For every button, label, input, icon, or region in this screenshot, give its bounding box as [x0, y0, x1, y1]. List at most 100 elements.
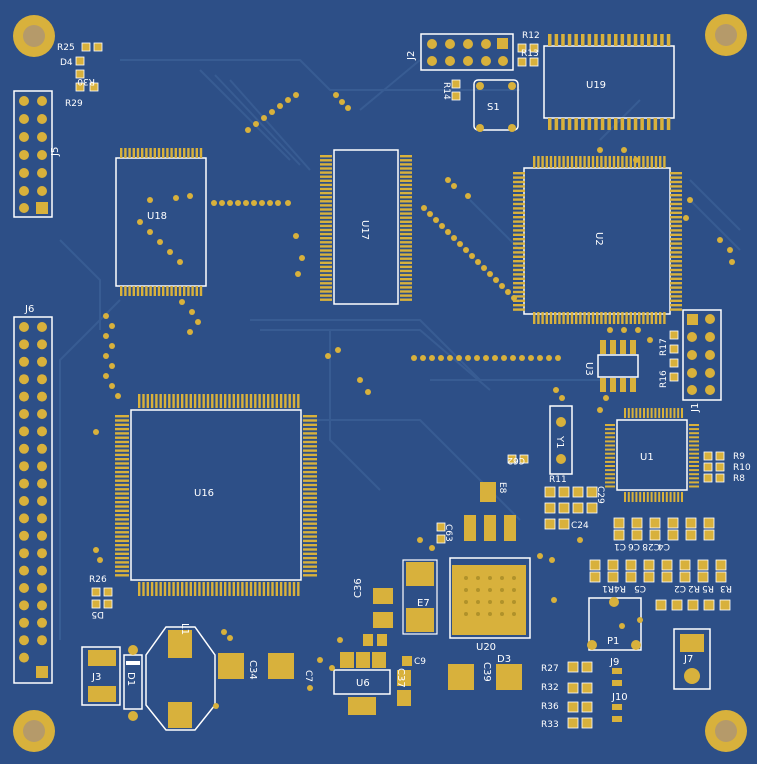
pin-pad — [138, 394, 141, 408]
via — [37, 322, 47, 332]
pin-pad — [570, 156, 574, 168]
pin-pad — [666, 34, 671, 46]
pin-pad — [541, 156, 544, 168]
via — [421, 205, 427, 211]
pin-pad — [185, 394, 188, 408]
pin-pad — [115, 556, 129, 560]
capacitor-e7 — [402, 559, 438, 635]
pin-pad — [303, 556, 317, 560]
via — [487, 271, 493, 277]
via — [37, 374, 47, 385]
pin-pad — [303, 509, 317, 512]
pin-pad — [642, 156, 645, 168]
via — [37, 496, 47, 506]
pin-pad — [303, 535, 317, 538]
via — [427, 211, 433, 217]
pin-pad — [400, 273, 412, 277]
pin-pad — [627, 492, 630, 502]
pin-pad — [554, 312, 557, 324]
pin-pad — [587, 312, 590, 324]
pin-pad — [115, 513, 129, 517]
via — [337, 637, 343, 643]
pin-pad — [689, 473, 699, 476]
pin-pad — [653, 34, 658, 46]
pin-pad — [640, 118, 644, 130]
pin-pad — [303, 531, 317, 534]
pin-pad — [115, 496, 129, 500]
via — [577, 537, 583, 543]
pin-pad — [581, 118, 585, 130]
pin-pad — [513, 229, 525, 232]
label-r25: R25 — [57, 43, 75, 53]
pin-pad — [115, 470, 129, 474]
pin-pad — [320, 294, 332, 297]
via — [510, 355, 516, 361]
pin-pad — [513, 176, 525, 179]
pin-pad — [677, 408, 680, 418]
pin-pad — [670, 220, 682, 223]
via — [481, 265, 487, 271]
pin-pad — [670, 246, 682, 250]
via — [251, 200, 257, 206]
label-c2: C2 — [674, 583, 686, 593]
pin-pad — [513, 189, 525, 192]
pin-pad — [303, 436, 317, 439]
module-u20 — [449, 515, 531, 639]
via — [621, 147, 627, 153]
pin-pad — [670, 299, 682, 302]
connector-j6 — [13, 316, 53, 684]
pin-pad — [115, 458, 129, 461]
pin-pad — [271, 394, 274, 408]
pin-pad — [262, 394, 266, 408]
via — [37, 409, 47, 419]
pin-pad — [320, 282, 332, 285]
pin-pad — [513, 194, 525, 197]
pin-pad — [303, 548, 317, 551]
pin-pad — [605, 469, 615, 472]
diode-d1 — [123, 645, 143, 721]
pin-pad — [638, 312, 641, 324]
label-r3: R3 — [720, 583, 732, 593]
pin-pad — [320, 278, 332, 281]
pin-pad — [650, 312, 653, 324]
pin-pad — [219, 582, 223, 596]
pin-pad — [236, 394, 240, 408]
pin-pad — [297, 582, 300, 596]
pin-pad — [241, 582, 244, 596]
via — [463, 247, 469, 253]
via — [19, 426, 29, 437]
via — [727, 247, 733, 253]
pin-pad — [670, 172, 682, 175]
via — [499, 283, 505, 289]
via — [261, 115, 267, 121]
via — [433, 217, 439, 223]
pin-pad — [643, 408, 645, 418]
label-r2: R2 — [688, 583, 700, 593]
pin-pad — [303, 419, 317, 422]
via — [19, 583, 29, 593]
via — [37, 339, 47, 350]
pin-pad — [193, 582, 197, 596]
capacitor-e8 — [480, 482, 496, 502]
pin-pad — [689, 485, 699, 488]
via — [37, 635, 47, 646]
label-r5: R5 — [702, 583, 714, 593]
pin-pad — [513, 242, 525, 245]
via — [187, 329, 193, 335]
pin-pad — [254, 394, 257, 408]
capacitor-c36 — [373, 588, 393, 628]
pin-pad — [320, 290, 332, 293]
pin-pad — [159, 394, 162, 408]
label-r17: R17 — [659, 338, 669, 356]
pin-pad — [605, 460, 615, 463]
via — [492, 355, 498, 361]
pin-pad — [191, 286, 194, 296]
pin-pad — [115, 569, 129, 573]
pin-pad — [303, 453, 317, 457]
label-d3: D3 — [497, 654, 511, 665]
pin-pad — [566, 312, 569, 324]
pin-pad — [604, 156, 607, 168]
via — [37, 443, 47, 454]
pin-pad — [400, 187, 412, 191]
